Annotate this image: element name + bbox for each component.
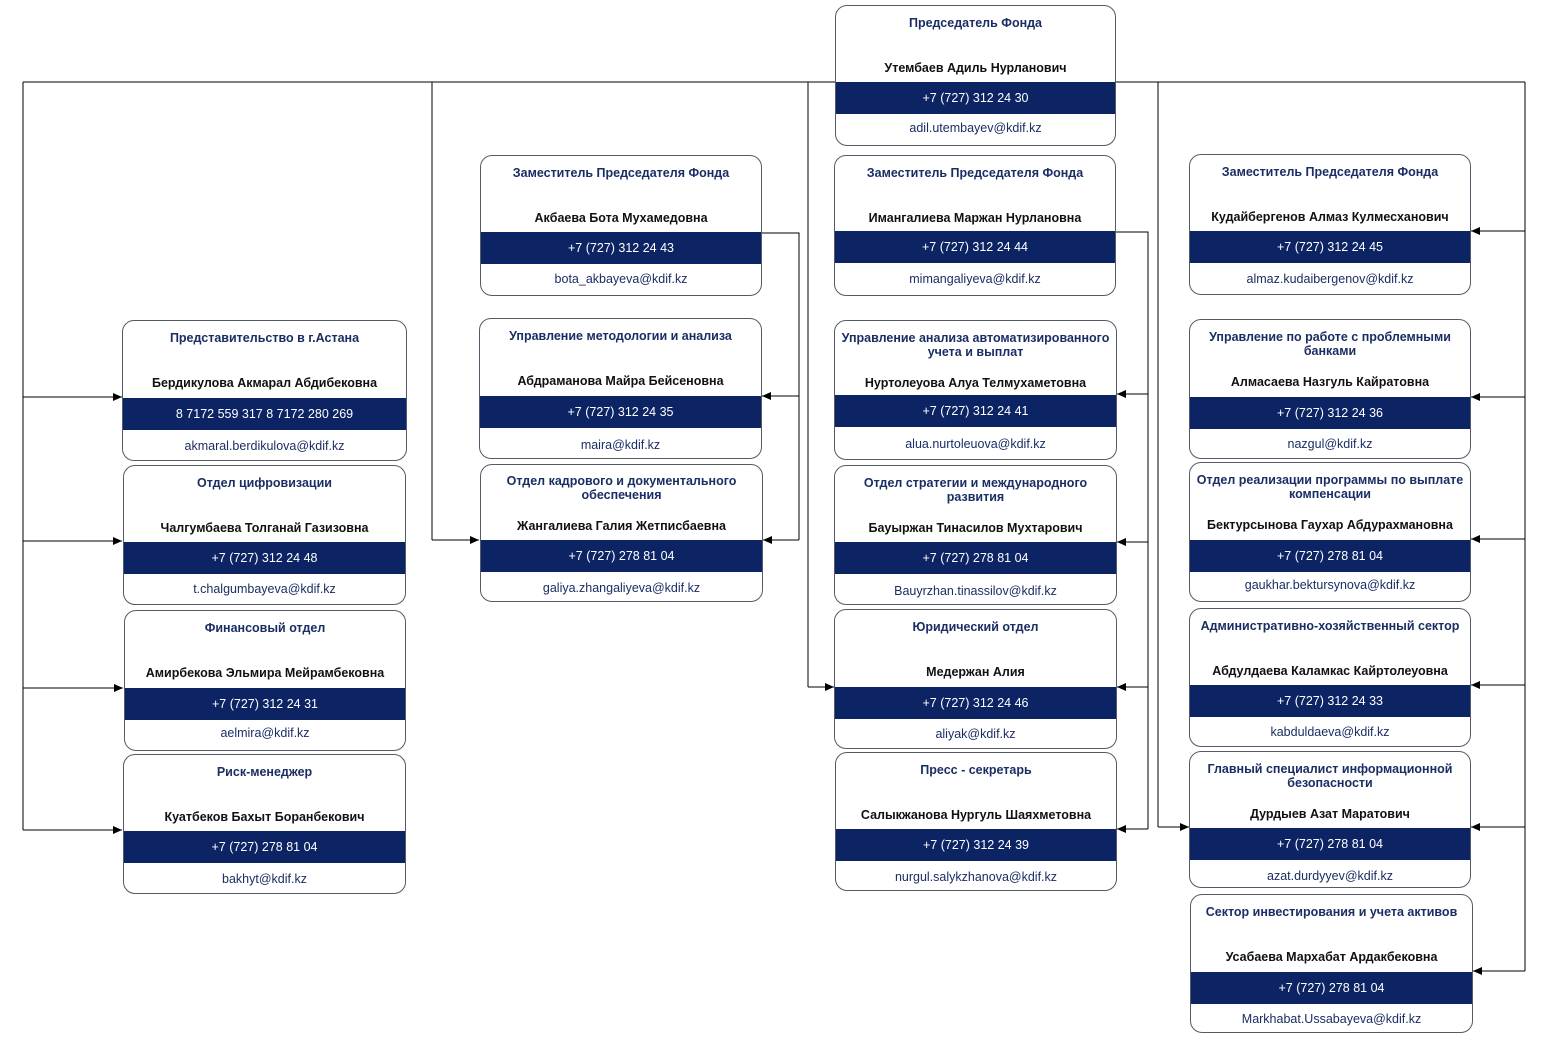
- card-unit-title: Финансовый отдел: [204, 621, 326, 635]
- card-person-name: Бердикулова Акмарал Абдибековна: [151, 376, 378, 390]
- card-email[interactable]: aelmira@kdif.kz: [220, 726, 310, 740]
- card-deputy-imangaliyeva: Заместитель Председателя Фонда Имангалие…: [834, 155, 1116, 296]
- card-problem-banks: Управление по работе с проблемными банка…: [1189, 319, 1471, 459]
- card-email[interactable]: almaz.kudaibergenov@kdif.kz: [1246, 272, 1414, 286]
- card-person-name: Утембаев Адиль Нурланович: [884, 61, 1067, 75]
- card-phone: +7 (727) 278 81 04: [124, 831, 405, 863]
- card-unit-title: Отдел цифровизации: [197, 476, 332, 490]
- card-email[interactable]: mimangaliyeva@kdif.kz: [909, 272, 1041, 286]
- card-digital: Отдел цифровизации Чалгумбаева Толганай …: [123, 465, 406, 605]
- card-email[interactable]: gaukhar.bektursynova@kdif.kz: [1244, 578, 1416, 592]
- card-person-name: Амирбекова Эльмира Мейрамбековна: [145, 666, 385, 680]
- card-unit-title: Главный специалист информационной безопа…: [1207, 762, 1453, 790]
- card-phone: +7 (727) 312 24 48: [124, 542, 405, 574]
- card-phone: +7 (727) 312 24 33: [1190, 685, 1470, 717]
- card-email[interactable]: nurgul.salykzhanova@kdif.kz: [894, 870, 1058, 884]
- card-person-name: Бектурсынова Гаухар Абдурахмановна: [1207, 518, 1453, 532]
- card-email[interactable]: Markhabat.Ussabayeva@kdif.kz: [1241, 1012, 1422, 1026]
- card-email[interactable]: akmaral.berdikulova@kdif.kz: [184, 439, 345, 453]
- card-phone: +7 (727) 312 24 36: [1190, 397, 1470, 429]
- card-methodology: Управление методологии и анализа Абдрама…: [479, 318, 762, 459]
- card-email[interactable]: nazgul@kdif.kz: [1287, 437, 1373, 451]
- card-person-name: Абдраманова Майра Бейсеновна: [517, 374, 724, 388]
- card-phone: +7 (727) 312 24 44: [835, 231, 1115, 263]
- card-unit-title: Отдел кадрового и документального обеспе…: [506, 474, 737, 502]
- card-phone: +7 (727) 312 24 41: [835, 395, 1116, 427]
- card-email[interactable]: bota_akbayeva@kdif.kz: [554, 272, 688, 286]
- card-email[interactable]: azat.durdyyev@kdif.kz: [1267, 869, 1393, 883]
- card-email[interactable]: t.chalgumbayeva@kdif.kz: [193, 582, 336, 596]
- card-phone: +7 (727) 312 24 46: [835, 687, 1116, 719]
- card-person-name: Бауыржан Тинасилов Мухтарович: [868, 521, 1083, 535]
- card-unit-title: Риск-менеджер: [216, 765, 313, 779]
- card-phone: +7 (727) 312 24 35: [480, 396, 761, 428]
- card-person-name: Алмасаева Назгуль Кайратовна: [1230, 375, 1430, 389]
- card-email[interactable]: aliyak@kdif.kz: [935, 727, 1016, 741]
- card-unit-title: Заместитель Председателя Фонда: [866, 166, 1084, 180]
- card-phone: +7 (727) 278 81 04: [1190, 540, 1470, 572]
- imangaliyeva-bracket-line: [1116, 231, 1149, 829]
- card-automation: Управление анализа автоматизированного у…: [834, 320, 1117, 460]
- card-person-name: Жангалиева Галия Жетписбаевна: [517, 519, 726, 533]
- card-hr: Отдел кадрового и документального обеспе…: [480, 464, 763, 602]
- card-phone: +7 (727) 278 81 04: [1191, 972, 1472, 1004]
- card-phone: 8 7172 559 317 8 7172 280 269: [123, 398, 406, 430]
- card-unit-title: Председатель Фонда: [908, 16, 1043, 30]
- card-person-name: Акбаева Бота Мухамедовна: [534, 211, 708, 225]
- card-astana: Представительство в г.Астана Бердикулова…: [122, 320, 407, 461]
- card-person-name: Абдулдаева Каламкас Кайртолеуовна: [1212, 664, 1448, 678]
- card-unit-title: Управление анализа автоматизированного у…: [841, 331, 1110, 359]
- card-person-name: Дурдыев Азат Маратович: [1250, 807, 1410, 821]
- card-strategy: Отдел стратегии и международного развити…: [834, 465, 1117, 605]
- akbayeva-bracket-line: [762, 232, 800, 540]
- card-person-name: Имангалиева Маржан Нурлановна: [868, 211, 1082, 225]
- card-person-name: Медержан Алия: [926, 665, 1025, 679]
- card-person-name: Нуртолеуова Алуа Телмухаметовна: [864, 376, 1087, 390]
- card-finance: Финансовый отдел Амирбекова Эльмира Мейр…: [124, 610, 406, 751]
- card-deputy-akbayeva: Заместитель Председателя Фонда Акбаева Б…: [480, 155, 762, 296]
- card-phone: +7 (727) 312 24 43: [481, 232, 761, 264]
- card-person-name: Салыкжанова Нургуль Шаяхметовна: [860, 808, 1092, 822]
- card-unit-title: Отдел стратегии и международного развити…: [863, 476, 1088, 504]
- card-person-name: Усабаева Мархабат Ардакбековна: [1225, 950, 1438, 964]
- card-person-name: Чалгумбаева Толганай Газизовна: [160, 521, 369, 535]
- card-email[interactable]: bakhyt@kdif.kz: [222, 872, 307, 886]
- card-unit-title: Заместитель Председателя Фонда: [512, 166, 730, 180]
- card-unit-title: Административно-хозяйственный сектор: [1200, 619, 1460, 633]
- card-phone: +7 (727) 278 81 04: [481, 540, 762, 572]
- card-unit-title: Управление по работе с проблемными банка…: [1209, 330, 1451, 358]
- card-person-name: Куатбеков Бахыт Боранбекович: [164, 810, 365, 824]
- card-compensation: Отдел реализации программы по выплате ко…: [1189, 462, 1471, 602]
- card-deputy-kudaibergenov: Заместитель Председателя Фонда Кудайберг…: [1189, 154, 1471, 295]
- card-unit-title: Отдел реализации программы по выплате ко…: [1196, 473, 1464, 501]
- card-press: Пресс - секретарь Салыкжанова Нургуль Ша…: [835, 752, 1117, 891]
- card-email[interactable]: maira@kdif.kz: [580, 438, 661, 452]
- card-unit-title: Юридический отдел: [912, 620, 1039, 634]
- card-risk: Риск-менеджер Куатбеков Бахыт Боранбеков…: [123, 754, 406, 894]
- card-phone: +7 (727) 312 24 31: [125, 688, 405, 720]
- card-unit-title: Сектор инвестирования и учета активов: [1205, 905, 1458, 919]
- card-infosec: Главный специалист информационной безопа…: [1189, 751, 1471, 888]
- card-phone: +7 (727) 278 81 04: [835, 542, 1116, 574]
- card-email[interactable]: alua.nurtoleuova@kdif.kz: [905, 437, 1046, 451]
- card-admin: Административно-хозяйственный сектор Абд…: [1189, 608, 1471, 747]
- card-person-name: Кудайбергенов Алмаз Кулмесханович: [1211, 210, 1449, 224]
- card-unit-title: Представительство в г.Астана: [169, 331, 360, 345]
- card-email[interactable]: kabduldaeva@kdif.kz: [1270, 725, 1390, 739]
- card-email[interactable]: adil.utembayev@kdif.kz: [909, 121, 1042, 135]
- card-email[interactable]: galiya.zhangaliyeva@kdif.kz: [542, 581, 701, 595]
- card-legal: Юридический отдел Медержан Алия +7 (727)…: [834, 609, 1117, 749]
- card-unit-title: Пресс - секретарь: [920, 763, 1032, 777]
- card-email[interactable]: Bauyrzhan.tinassilov@kdif.kz: [894, 584, 1057, 598]
- card-phone: +7 (727) 312 24 39: [836, 829, 1116, 861]
- card-investment: Сектор инвестирования и учета активов Ус…: [1190, 894, 1473, 1033]
- card-unit-title: Заместитель Председателя Фонда: [1221, 165, 1439, 179]
- card-unit-title: Управление методологии и анализа: [509, 329, 732, 343]
- card-phone: +7 (727) 312 24 30: [836, 82, 1115, 114]
- card-phone: +7 (727) 278 81 04: [1190, 828, 1470, 860]
- card-chairman: Председатель Фонда Утембаев Адиль Нурлан…: [835, 5, 1116, 146]
- card-phone: +7 (727) 312 24 45: [1190, 231, 1470, 263]
